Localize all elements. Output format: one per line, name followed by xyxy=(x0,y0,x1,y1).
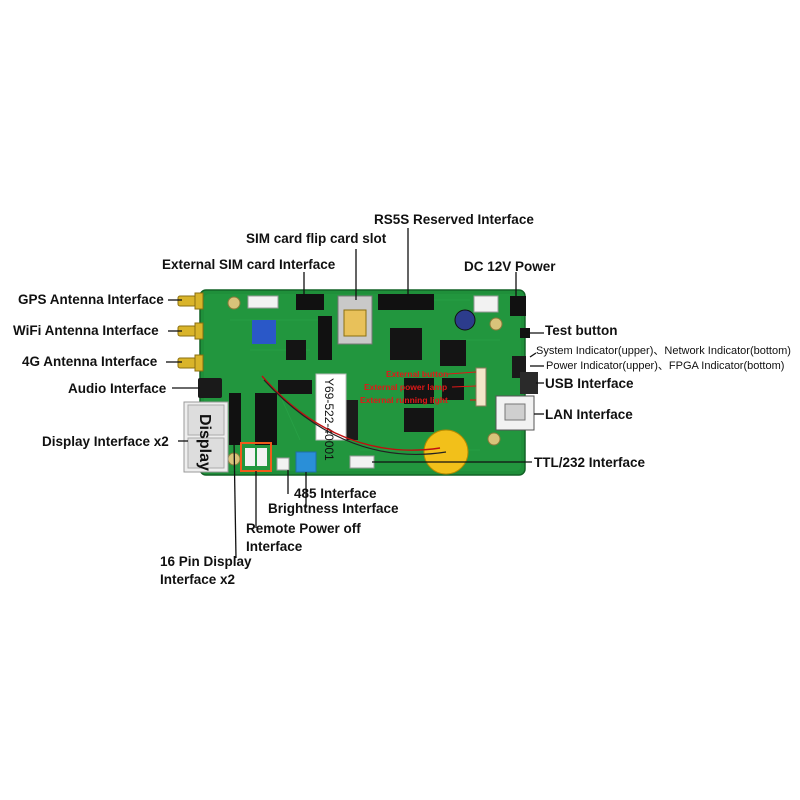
label-brightness: Brightness Interface xyxy=(268,501,399,516)
label-test-button: Test button xyxy=(545,323,618,338)
display-sticker: Display xyxy=(196,414,213,471)
audio-jack xyxy=(198,378,222,398)
label-external-button: External button xyxy=(386,369,449,379)
lan-port xyxy=(495,395,535,431)
model-number: Y69-522-40001 xyxy=(322,378,336,461)
capacitor xyxy=(454,309,476,331)
wire xyxy=(261,375,441,451)
label-external-sim: External SIM card Interface xyxy=(162,257,336,272)
label-16pin-display: 16 Pin Display Interface x2 xyxy=(160,553,252,589)
display-connector xyxy=(183,401,229,473)
label-dc-power: DC 12V Power xyxy=(464,259,556,274)
external-sim-slot xyxy=(318,316,332,360)
label-ttl-232: TTL/232 Interface xyxy=(534,455,646,470)
label-sim-flip-slot: SIM card flip card slot xyxy=(246,231,387,246)
label-system-network-indicator: System Indicator(upper)、Network Indicato… xyxy=(536,345,791,357)
red-leader-lines xyxy=(447,371,477,401)
sim-slot xyxy=(337,295,373,345)
label-remote-power-off-line1: Remote Power off xyxy=(246,521,361,536)
antenna-connectors xyxy=(177,292,204,372)
bottom-connectors xyxy=(240,442,317,473)
model-sticker xyxy=(315,373,347,441)
right-connectors xyxy=(349,328,538,469)
label-power-fpga-indicator: Power Indicator(upper)、FPGA Indicator(bo… xyxy=(546,360,785,372)
pcb-board xyxy=(199,289,526,476)
label-wifi-antenna: WiFi Antenna Interface xyxy=(13,323,159,338)
label-lan: LAN Interface xyxy=(545,407,633,422)
label-remote-power-off-line2: Interface xyxy=(246,539,303,554)
label-16pin-display-line2: Interface x2 xyxy=(160,572,236,587)
label-external-power-lamp: External power lamp xyxy=(364,382,448,392)
label-gps-antenna: GPS Antenna Interface xyxy=(18,292,164,307)
label-remote-power-off: Remote Power off Interface xyxy=(246,520,361,556)
wire xyxy=(263,379,447,456)
label-audio: Audio Interface xyxy=(68,381,167,396)
label-rs55-reserved: RS5S Reserved Interface xyxy=(374,212,534,227)
label-external-running-light: External running light xyxy=(360,395,448,405)
label-4g-antenna: 4G Antenna Interface xyxy=(22,354,158,369)
label-display-x2: Display Interface x2 xyxy=(42,434,169,449)
label-16pin-display-line1: 16 Pin Display xyxy=(160,554,252,569)
label-485: 485 Interface xyxy=(294,486,377,501)
label-usb: USB Interface xyxy=(545,376,634,391)
16pin-headers xyxy=(229,393,277,445)
top-headers xyxy=(247,294,526,316)
leader-lines xyxy=(166,228,544,559)
